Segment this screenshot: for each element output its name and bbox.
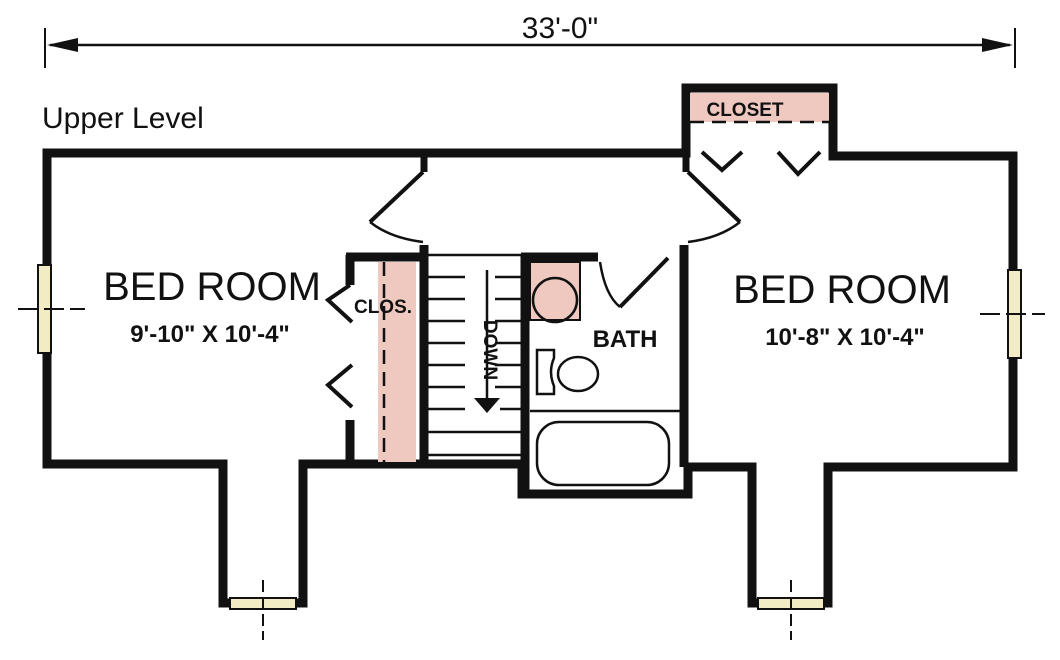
bifold-door xyxy=(700,150,744,173)
level-title: Upper Level xyxy=(42,102,204,135)
window-bottom-right xyxy=(757,580,825,640)
sink-icon xyxy=(531,276,579,324)
bath-label: BATH xyxy=(593,326,658,353)
right-bedroom-door xyxy=(686,170,742,224)
closet-top-label: CLOSET xyxy=(706,100,783,121)
bedroom-right-size: 10'-8" X 10'-4" xyxy=(765,324,925,351)
stairs-label: DOWN xyxy=(479,320,500,380)
window-left xyxy=(18,264,85,354)
window-right xyxy=(980,269,1045,359)
bedroom-right-name: BED ROOM xyxy=(733,268,951,312)
sink-counter xyxy=(529,261,581,321)
bedroom-left-size: 9'-10" X 10'-4" xyxy=(130,321,290,348)
left-bedroom-door xyxy=(368,170,425,224)
bedroom-left-name: BED ROOM xyxy=(103,265,321,309)
toilet-tank-icon xyxy=(535,348,556,396)
upper-closet-fill xyxy=(690,93,829,122)
bath-door xyxy=(618,256,670,309)
arrow-right-icon xyxy=(982,38,1013,52)
stair-down-arrow-icon xyxy=(474,398,500,413)
overall-width-label: 33'-0" xyxy=(522,12,598,45)
stair-treads xyxy=(428,270,522,457)
bifold-door xyxy=(776,150,822,177)
bathtub xyxy=(535,420,671,487)
window-bottom-left xyxy=(229,580,297,640)
overall-dimension: 33'-0" xyxy=(44,12,1016,68)
toilet-bowl-icon xyxy=(556,355,600,393)
closet-small-label: CLOS. xyxy=(354,297,412,318)
bifold-door xyxy=(324,363,354,409)
bifold-door xyxy=(324,283,354,324)
arrow-left-icon xyxy=(47,38,78,52)
